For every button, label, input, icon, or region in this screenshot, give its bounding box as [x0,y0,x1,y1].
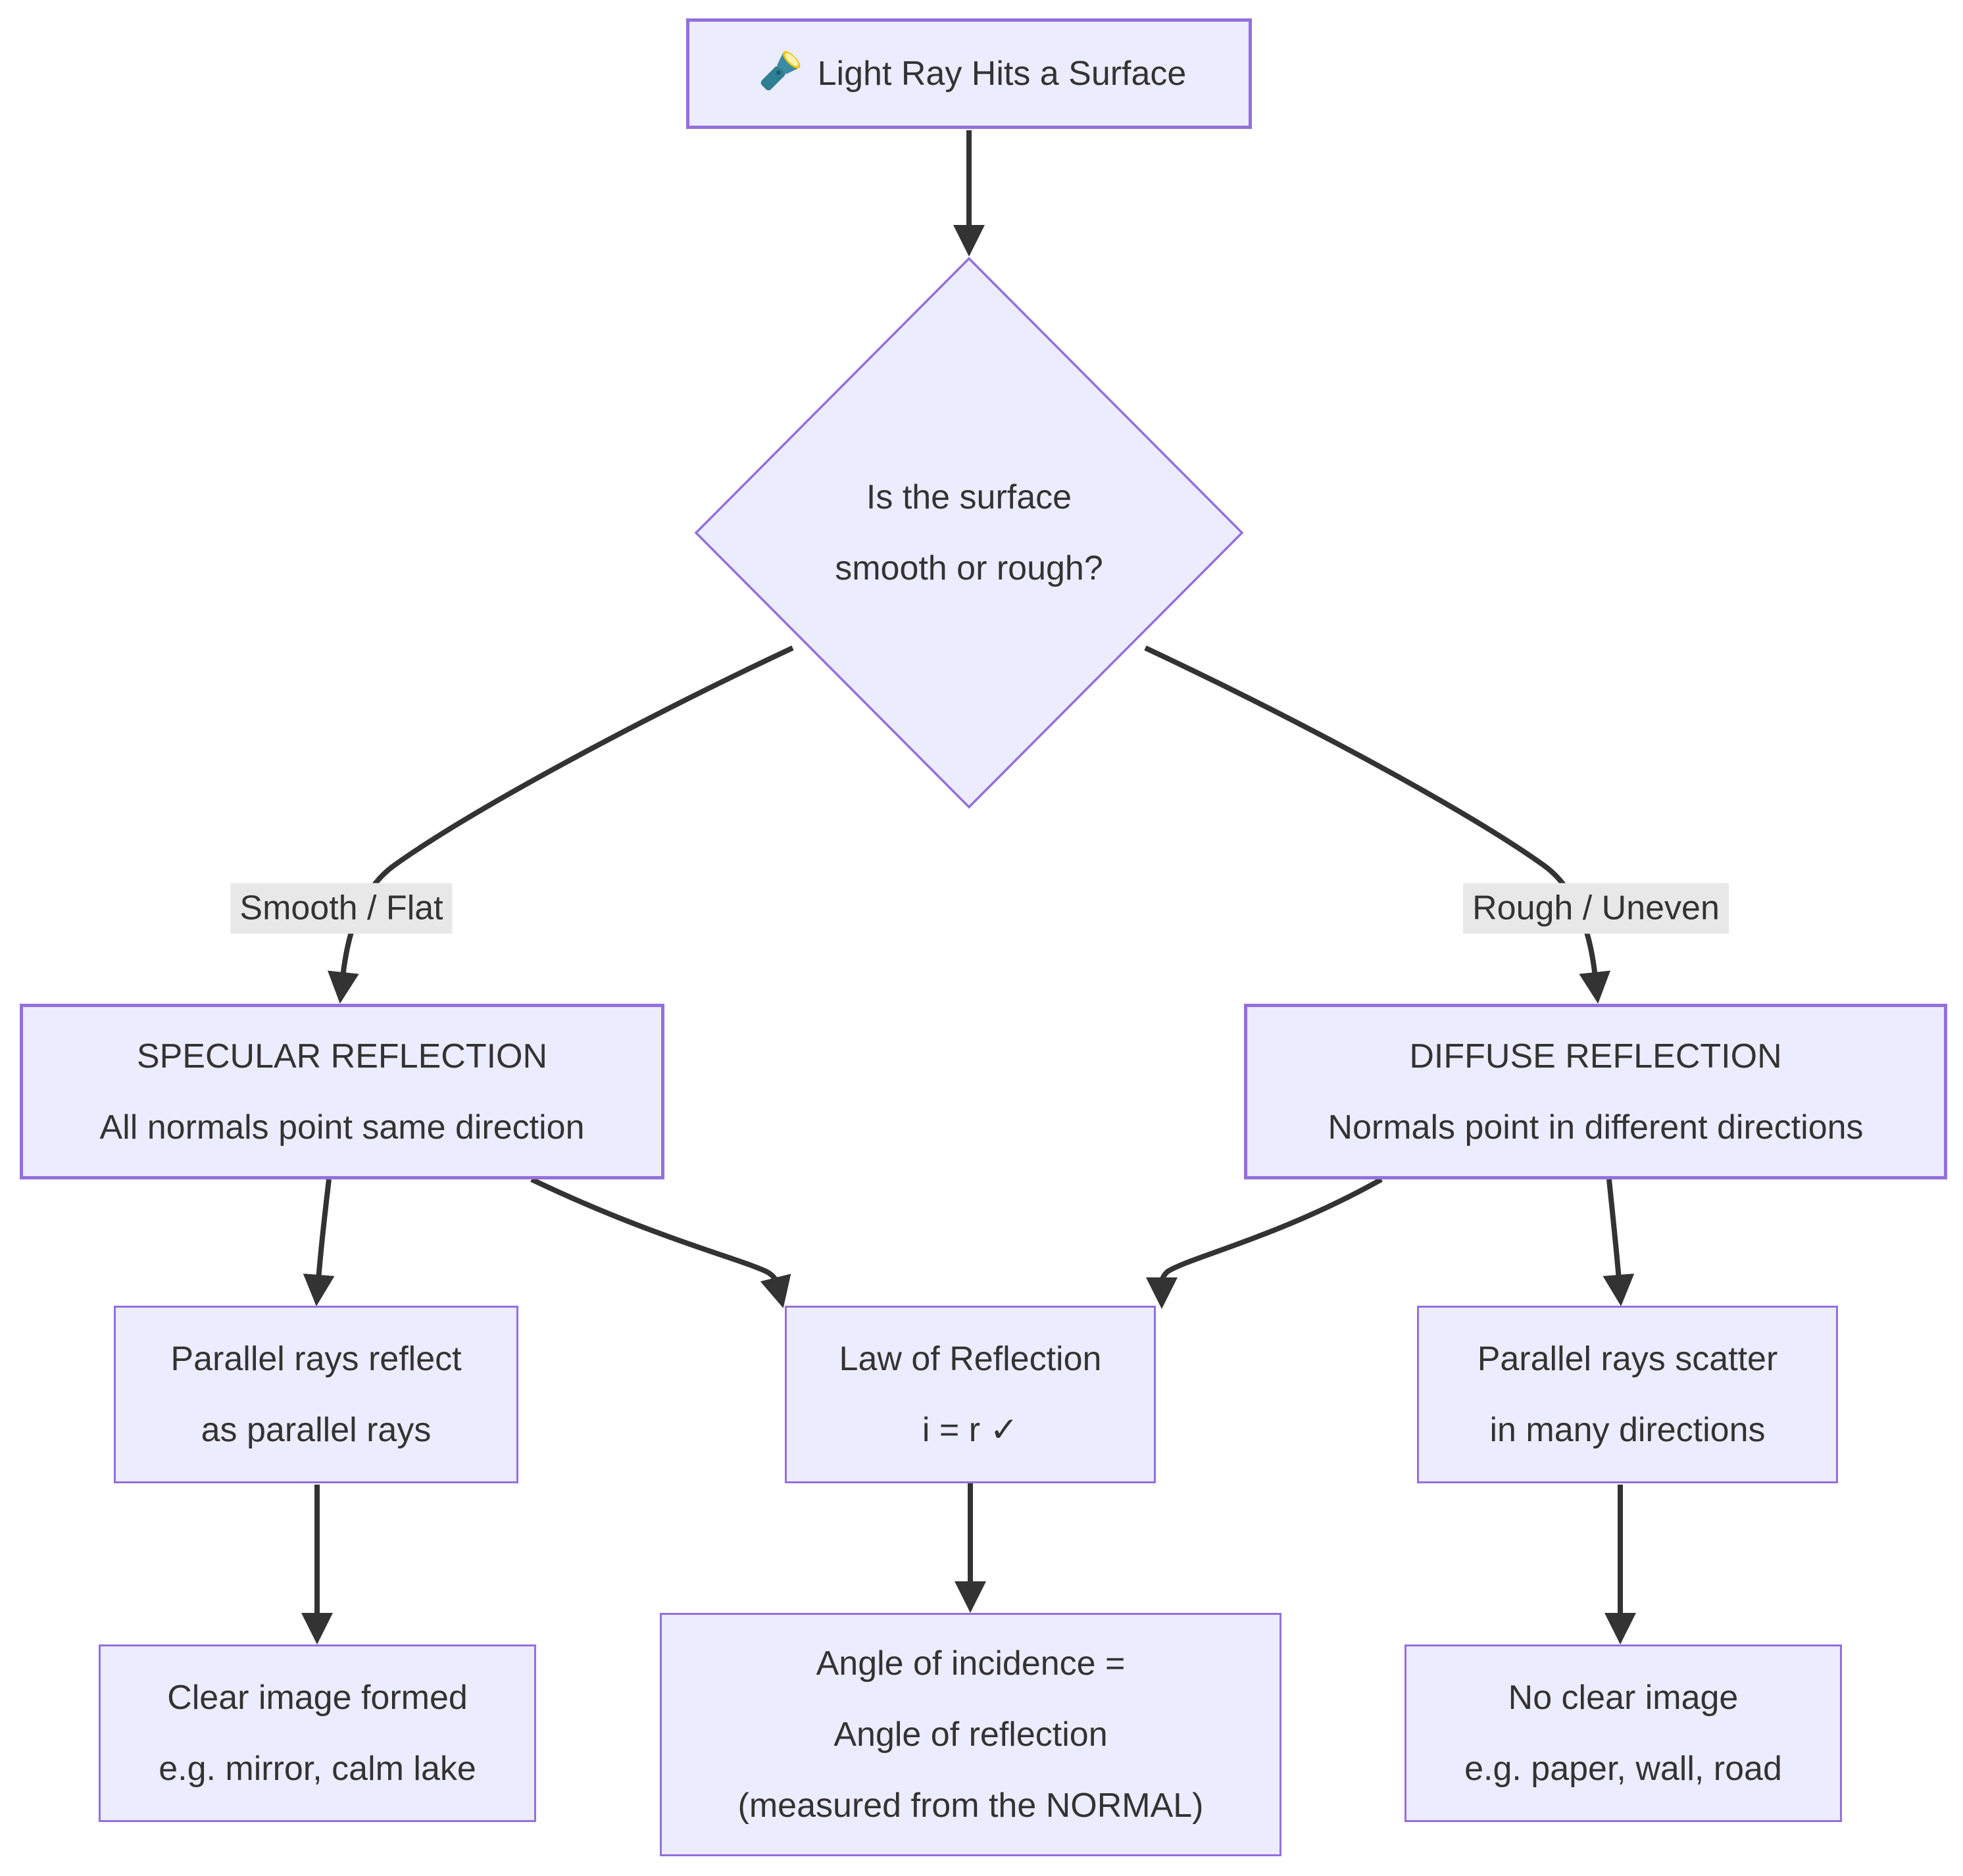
node-clear-image: Clear image formed e.g. mirror, calm lak… [99,1644,536,1822]
decision-diamond [694,257,1244,809]
node-line: Clear image formed [167,1679,468,1717]
node-specular-reflection: SPECULAR REFLECTION All normals point sa… [20,1004,664,1179]
edge-label-smooth-flat: Smooth / Flat [230,883,453,934]
edge-label-rough-uneven: Rough / Uneven [1463,883,1729,934]
node-angle-rule: Angle of incidence = Angle of reflection… [660,1613,1281,1856]
title-label: Light Ray Hits a Surface [817,55,1187,93]
node-line: SPECULAR REFLECTION [136,1037,548,1075]
node-line: e.g. mirror, calm lake [159,1750,476,1788]
decision-line: smooth or rough? [835,549,1103,587]
node-line: No clear image [1508,1679,1739,1717]
node-parallel-rays-reflect: Parallel rays reflect as parallel rays [114,1306,518,1483]
edge-specular-to-parallel-reflect [303,1179,335,1306]
node-line: DIFFUSE REFLECTION [1409,1037,1782,1075]
node-line: (measured from the NORMAL) [737,1787,1204,1825]
node-diffuse-reflection: DIFFUSE REFLECTION Normals point in diff… [1244,1004,1947,1179]
node-line: Law of Reflection [839,1340,1102,1378]
node-line: i = r ✓ [922,1411,1019,1449]
node-line: e.g. paper, wall, road [1464,1750,1782,1788]
node-line: Angle of incidence = [816,1644,1126,1683]
node-line: in many directions [1489,1411,1766,1449]
node-line: Angle of reflection [833,1716,1108,1754]
node-parallel-rays-scatter: Parallel rays scatter in many directions [1417,1306,1838,1483]
node-no-clear-image: No clear image e.g. paper, wall, road [1404,1644,1842,1822]
node-light-ray-title: Light Ray Hits a Surface [686,18,1252,129]
decision-line: Is the surface [866,478,1072,516]
node-line: as parallel rays [201,1411,432,1449]
node-line: All normals point same direction [99,1108,585,1147]
node-line: Parallel rays reflect [170,1340,462,1378]
edge-diffuse-to-scatter [1603,1179,1635,1306]
edge-specular-to-law [530,1177,791,1308]
node-line: Normals point in different directions [1328,1108,1864,1147]
edge-diffuse-to-law [1146,1177,1383,1309]
decision-label: Is the surface smooth or rough? [706,460,1232,605]
node-line: Parallel rays scatter [1477,1340,1778,1378]
flashlight-icon [760,51,800,91]
node-law-of-reflection: Law of Reflection i = r ✓ [785,1306,1156,1483]
